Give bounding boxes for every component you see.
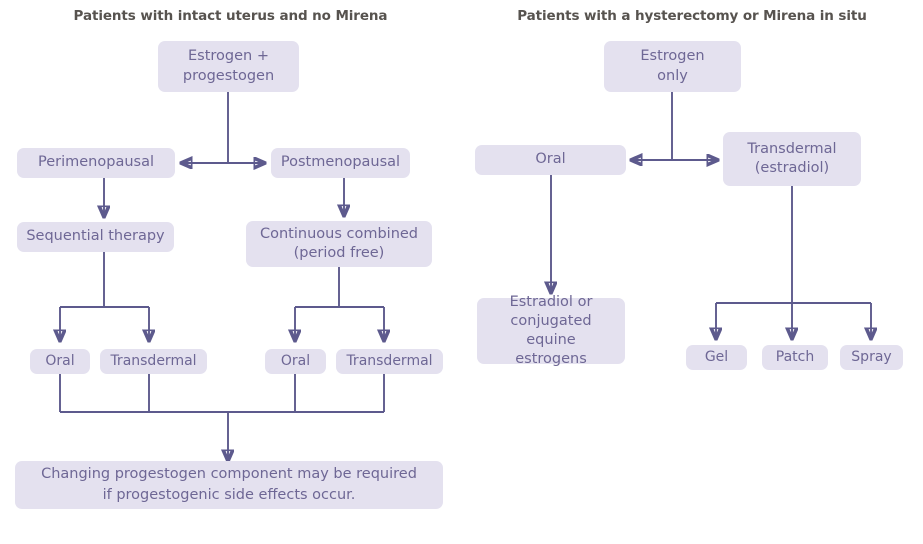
node-sequential-transdermal[interactable]: Transdermal — [100, 349, 207, 374]
node-label: Continuous combined (period free) — [259, 225, 419, 261]
node-label: Changing progestogen component may be re… — [41, 465, 417, 503]
node-label: Estrogen only — [640, 48, 705, 84]
node-label: Oral — [45, 353, 75, 370]
node-progestogen-note[interactable]: Changing progestogen component may be re… — [15, 461, 443, 509]
node-label: Patch — [775, 349, 815, 366]
node-estradiol-or-conjugated-equine-estrogens[interactable]: Estradiol or conjugated equine estrogens — [477, 294, 625, 367]
node-label: Oral — [280, 353, 311, 370]
node-estrogen-progestogen[interactable]: Estrogen + progestogen — [158, 41, 299, 92]
node-label: Sequential therapy — [26, 228, 165, 245]
node-continuous-combined[interactable]: Continuous combined (period free) — [246, 221, 432, 267]
node-postmenopausal[interactable]: Postmenopausal — [271, 148, 410, 178]
node-patch[interactable]: Patch — [762, 345, 828, 370]
node-label: Oral — [535, 151, 566, 168]
node-continuous-transdermal[interactable]: Transdermal — [336, 349, 443, 374]
node-label: Transdermal — [110, 353, 197, 370]
node-sequential-therapy[interactable]: Sequential therapy — [17, 222, 174, 252]
node-estrogen-transdermal[interactable]: Transdermal (estradiol) — [723, 132, 861, 186]
node-spray[interactable]: Spray — [840, 345, 903, 370]
node-label: Postmenopausal — [280, 154, 401, 171]
node-label: Transdermal — [346, 353, 433, 370]
node-estrogen-oral[interactable]: Oral — [475, 145, 626, 175]
left-column-title: Patients with intact uterus and no Miren… — [73, 8, 388, 24]
node-label: Estradiol or conjugated equine estrogens — [509, 293, 593, 368]
node-label: Spray — [851, 349, 892, 366]
node-continuous-oral[interactable]: Oral — [265, 349, 326, 374]
node-estrogen-only[interactable]: Estrogen only — [604, 41, 741, 92]
node-label: Estrogen + progestogen — [182, 48, 275, 84]
node-sequential-oral[interactable]: Oral — [30, 349, 90, 374]
node-perimenopausal[interactable]: Perimenopausal — [17, 148, 175, 178]
node-gel[interactable]: Gel — [686, 345, 747, 370]
right-column-title: Patients with a hysterectomy or Mirena i… — [517, 8, 867, 24]
node-label: Transdermal (estradiol) — [747, 140, 837, 176]
node-label: Gel — [704, 349, 729, 366]
node-label: Perimenopausal — [38, 154, 154, 171]
